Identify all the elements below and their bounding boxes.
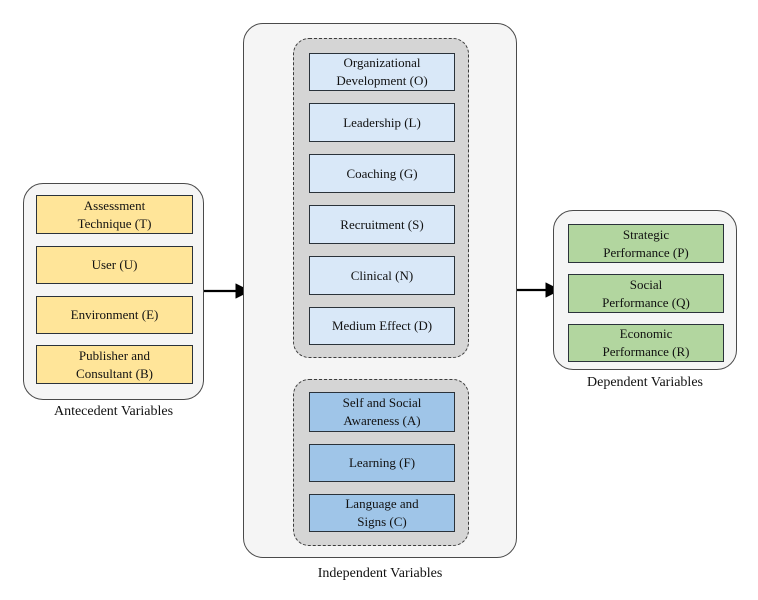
independent-group-upper: Organizational Development (O) Leadershi…	[293, 38, 469, 358]
node-clinical: Clinical (N)	[309, 256, 455, 295]
node-publisher-consultant: Publisher and Consultant (B)	[36, 345, 193, 384]
independent-panel: Organizational Development (O) Leadershi…	[243, 23, 517, 558]
node-strategic-performance: Strategic Performance (P)	[568, 224, 724, 263]
antecedent-panel: Assessment Technique (T) User (U) Enviro…	[23, 183, 204, 400]
independent-caption: Independent Variables	[317, 566, 443, 581]
node-language-signs: Language and Signs (C)	[309, 494, 455, 532]
node-user: User (U)	[36, 246, 193, 284]
dependent-caption: Dependent Variables	[587, 375, 703, 390]
node-coaching: Coaching (G)	[309, 154, 455, 193]
node-organizational-development: Organizational Development (O)	[309, 53, 455, 91]
node-medium-effect: Medium Effect (D)	[309, 307, 455, 345]
independent-group-lower: Self and Social Awareness (A) Learning (…	[293, 379, 469, 546]
node-leadership: Leadership (L)	[309, 103, 455, 142]
node-self-social-awareness: Self and Social Awareness (A)	[309, 392, 455, 432]
node-assessment-technique: Assessment Technique (T)	[36, 195, 193, 234]
node-economic-performance: Economic Performance (R)	[568, 324, 724, 362]
node-recruitment: Recruitment (S)	[309, 205, 455, 244]
node-social-performance: Social Performance (Q)	[568, 274, 724, 313]
node-environment: Environment (E)	[36, 296, 193, 334]
dependent-panel: Strategic Performance (P) Social Perform…	[553, 210, 737, 370]
antecedent-caption: Antecedent Variables	[53, 404, 174, 419]
node-learning: Learning (F)	[309, 444, 455, 482]
